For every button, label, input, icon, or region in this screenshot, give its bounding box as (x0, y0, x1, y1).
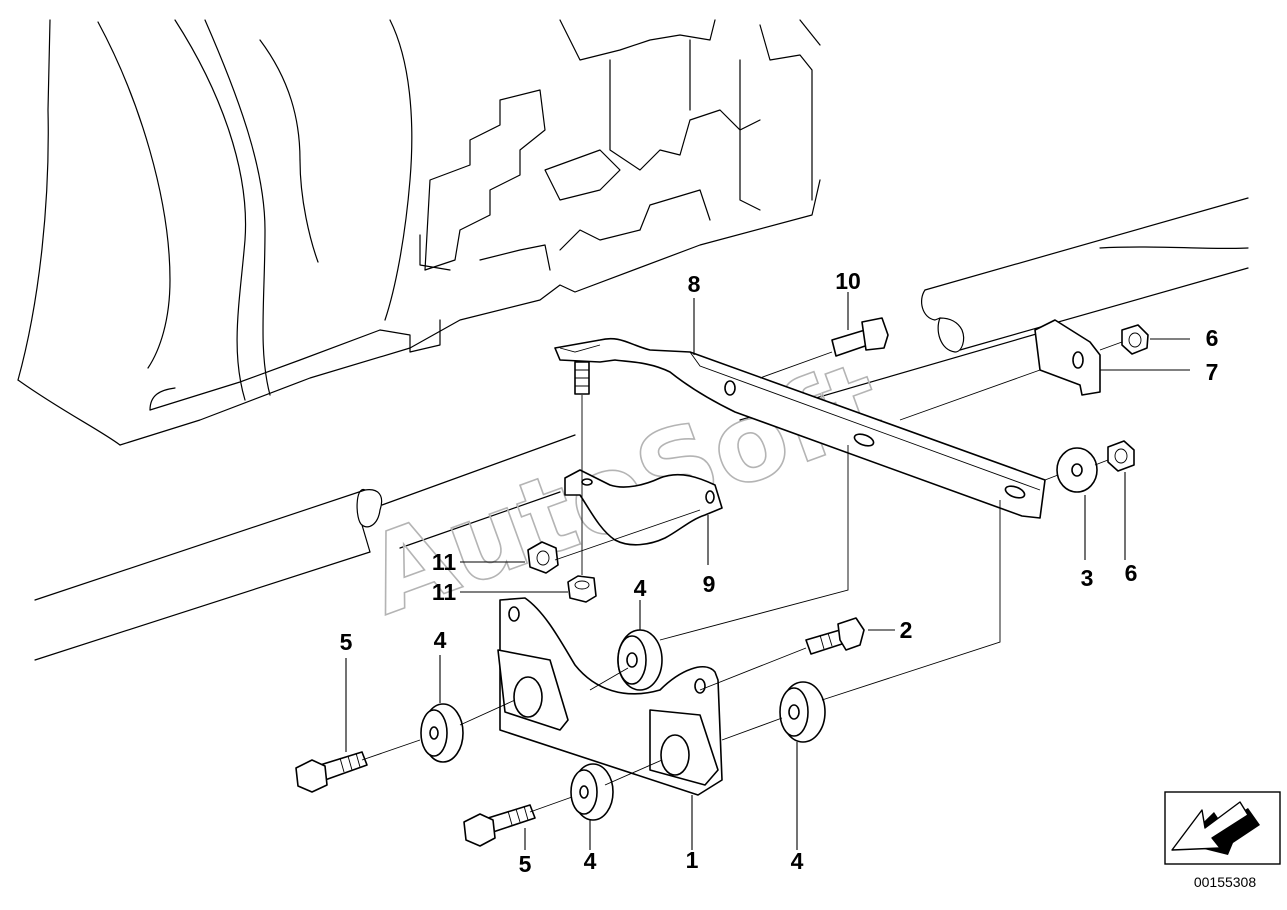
part-5-bolt-lower (463, 804, 536, 847)
part-4-bushing-left (420, 703, 464, 763)
callout-11-upper[interactable]: 11 (432, 549, 457, 575)
callout-3[interactable]: 3 (1081, 565, 1094, 591)
callout-7[interactable]: 7 (1206, 359, 1219, 385)
callout-5-upper[interactable]: 5 (340, 629, 353, 655)
part-7-bracket (1034, 319, 1101, 396)
part-5-bolt-upper (295, 751, 368, 793)
callout-1[interactable]: 1 (686, 847, 699, 873)
callout-4-bottom[interactable]: 4 (584, 848, 597, 874)
callout-2[interactable]: 2 (900, 617, 913, 643)
part-2-bolt (805, 617, 865, 655)
callout-8[interactable]: 8 (688, 271, 701, 297)
transmission-housing (17, 19, 821, 446)
callout-labels: 10 8 6 7 11 11 9 3 6 4 2 5 4 5 4 1 4 (340, 268, 1219, 877)
callout-4-right[interactable]: 4 (791, 848, 804, 874)
part-8-support-strap (554, 337, 1046, 519)
part-6-nut-upper (1121, 324, 1149, 355)
part-11-nut-upper (527, 541, 559, 574)
callout-10[interactable]: 10 (835, 268, 861, 294)
callout-5-lower[interactable]: 5 (519, 851, 532, 877)
callout-11-lower[interactable]: 11 (432, 579, 457, 605)
part-6-nut-lower (1107, 440, 1135, 472)
part-10-bolt (831, 317, 889, 357)
part-3-washer (1056, 447, 1098, 493)
callout-6-upper[interactable]: 6 (1206, 325, 1219, 351)
diagram-code: 00155308 (1194, 874, 1257, 890)
part-4-bushing-right (779, 681, 826, 743)
leader-lines (345, 292, 1190, 850)
part-11-nut-lower (567, 575, 597, 603)
callout-4-top[interactable]: 4 (634, 575, 647, 601)
direction-arrow-icon (1171, 801, 1260, 855)
part-4-bushing-top (617, 629, 663, 691)
part-1-mount-bracket (497, 597, 723, 796)
part-9-clamp (564, 469, 723, 546)
callout-6-lower[interactable]: 6 (1125, 560, 1138, 586)
orientation-arrow-box (1164, 791, 1281, 865)
callout-4-left[interactable]: 4 (434, 627, 447, 653)
part-4-bushing-bottom (570, 763, 614, 821)
callout-9[interactable]: 9 (703, 571, 716, 597)
